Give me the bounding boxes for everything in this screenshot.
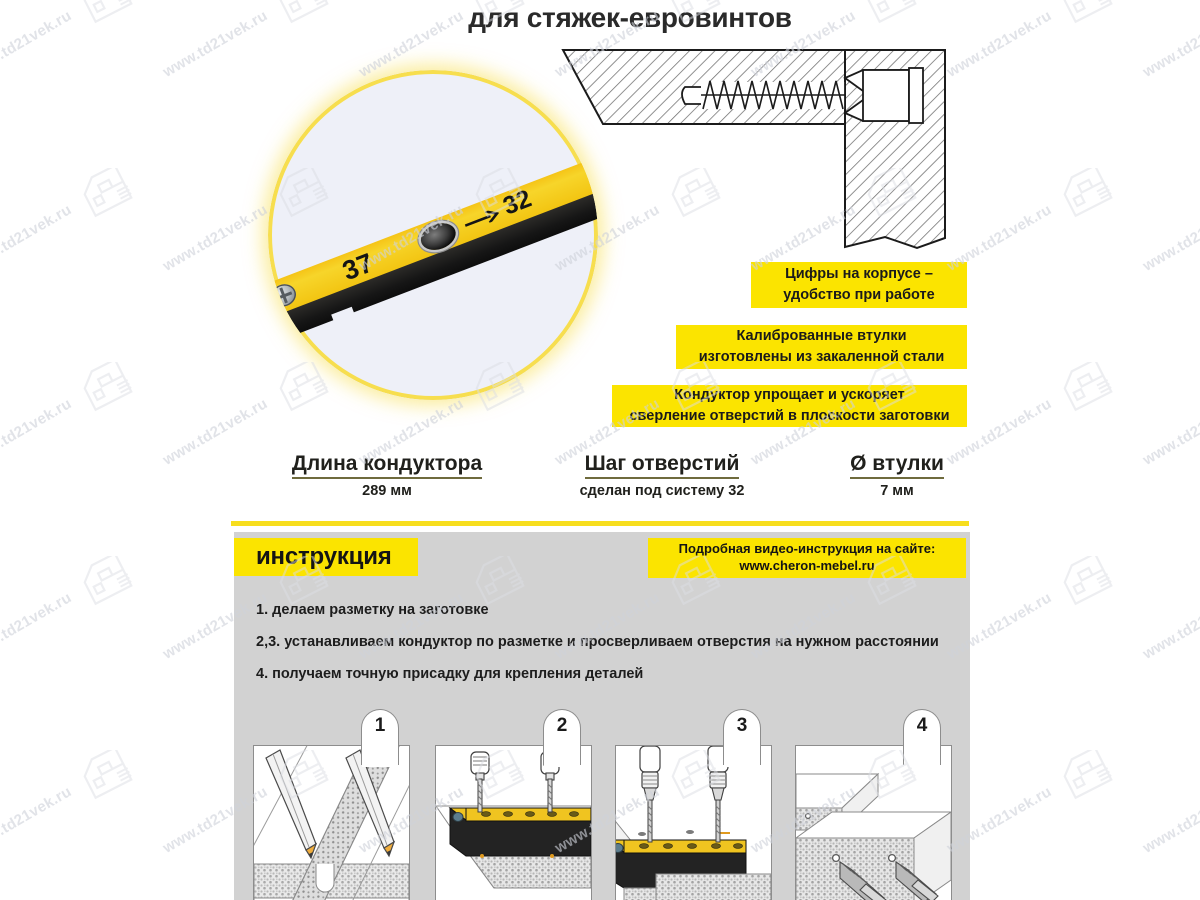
step-figure-3: 3 bbox=[615, 709, 772, 900]
step-figure-4-number: 4 bbox=[916, 715, 928, 736]
watermark-tile: www.td21vek.ru bbox=[1136, 164, 1200, 364]
euroscrew-icon bbox=[681, 67, 924, 124]
callout-3-line1: Кондуктор упрощает и ускоряет bbox=[674, 387, 905, 404]
watermark-text: www.td21vek.ru bbox=[0, 201, 75, 275]
cross-section-diagram bbox=[561, 49, 946, 250]
step-figure-2-number: 2 bbox=[556, 715, 568, 736]
watermark-tile: www.td21vek.ru bbox=[1136, 552, 1200, 752]
callout-1-line2: удобство при работе bbox=[783, 287, 935, 303]
watermark-tile: www.td21vek.ru bbox=[0, 358, 160, 558]
page-title-text: для стяжек-евровинтов bbox=[468, 2, 792, 33]
drill-icon bbox=[639, 746, 661, 843]
spec-hole-pitch-label: Шаг отверстий bbox=[584, 452, 740, 479]
watermark-tile: www.td21vek.ru bbox=[0, 746, 160, 900]
watermark-logo-icon bbox=[1060, 750, 1116, 806]
step-figure-1-number-tag: 1 bbox=[361, 709, 399, 767]
step-figure-1-number: 1 bbox=[374, 715, 386, 736]
watermark-text: www.td21vek.ru bbox=[0, 395, 75, 469]
step-figure-3-number: 3 bbox=[736, 715, 748, 736]
step-figure-1-art bbox=[254, 746, 409, 900]
video-instruction-url[interactable]: www.cheron-mebel.ru bbox=[739, 558, 875, 574]
step-figure-4-art bbox=[796, 746, 951, 900]
callout-box-1: Цифры на корпусе – удобство при работе bbox=[751, 262, 967, 308]
instruction-badge-label: инструкция bbox=[256, 543, 392, 570]
watermark-logo-icon bbox=[80, 750, 136, 806]
pencil-icon bbox=[265, 749, 318, 860]
watermark-text: www.td21vek.ru bbox=[160, 201, 271, 275]
watermark-logo-icon bbox=[80, 168, 136, 224]
watermark-text: www.td21vek.ru bbox=[1140, 201, 1200, 275]
pencil-icon bbox=[345, 749, 396, 858]
spec-jig-length: Длина кондуктора 289 мм bbox=[252, 452, 522, 499]
watermark-tile: www.td21vek.ru bbox=[1136, 746, 1200, 900]
jig-photo-inner: 37 32 bbox=[268, 70, 598, 400]
spec-bushing-diameter-value: 7 мм bbox=[880, 483, 914, 499]
watermark-text: www.td21vek.ru bbox=[1140, 783, 1200, 857]
jig-photo-circle: 37 32 bbox=[268, 70, 598, 400]
jig-illustration: 37 32 bbox=[268, 142, 598, 356]
specs-row: Длина кондуктора 289 мм Шаг отверстий сд… bbox=[232, 452, 972, 504]
watermark-text: www.td21vek.ru bbox=[1140, 589, 1200, 663]
watermark-logo-icon bbox=[1060, 556, 1116, 612]
instruction-step-4: 4. получаем точную присадку для креплени… bbox=[256, 666, 644, 682]
callout-2-line2: изготовлены из закаленной стали bbox=[698, 349, 945, 365]
spec-bushing-diameter: Ø втулки 7 мм bbox=[802, 452, 992, 499]
watermark-logo-icon bbox=[276, 362, 332, 418]
callout-2-line1: Калиброванные втулки bbox=[736, 328, 907, 345]
page-title: для стяжек-евровинтов bbox=[0, 2, 1200, 34]
step-figure-3-art bbox=[616, 746, 771, 900]
step-figure-4: 4 bbox=[795, 709, 952, 900]
panel-top-yellow-bar bbox=[231, 521, 969, 526]
watermark-logo-icon bbox=[1060, 168, 1116, 224]
callout-box-3: Кондуктор упрощает и ускоряет сверление … bbox=[612, 385, 967, 427]
step-figure-2: 2 bbox=[435, 709, 592, 900]
step-figure-3-number-tag: 3 bbox=[723, 709, 761, 767]
step-figure-1: 1 bbox=[253, 709, 410, 900]
video-instruction-box[interactable]: Подробная видео-инструкция на сайте: www… bbox=[648, 538, 966, 578]
watermark-logo-icon bbox=[80, 556, 136, 612]
watermark-text: www.td21vek.ru bbox=[1140, 395, 1200, 469]
euroscrew-icon bbox=[895, 860, 939, 900]
watermark-text: www.td21vek.ru bbox=[0, 589, 75, 663]
watermark-tile: www.td21vek.ru bbox=[0, 164, 160, 364]
watermark-tile: www.td21vek.ru bbox=[940, 746, 1140, 900]
callout-box-2: Калиброванные втулки изготовлены из зака… bbox=[676, 325, 967, 369]
watermark-tile: www.td21vek.ru bbox=[1136, 358, 1200, 558]
video-instruction-line1: Подробная видео-инструкция на сайте: bbox=[678, 541, 936, 557]
spec-bushing-diameter-label: Ø втулки bbox=[850, 452, 944, 479]
watermark-logo-icon bbox=[80, 362, 136, 418]
watermark-tile: www.td21vek.ru bbox=[0, 552, 160, 752]
euroscrew-icon bbox=[839, 860, 887, 900]
watermark-text: www.td21vek.ru bbox=[0, 783, 75, 857]
step-figure-2-number-tag: 2 bbox=[543, 709, 581, 767]
instruction-badge: инструкция bbox=[234, 538, 418, 576]
step-figure-4-number-tag: 4 bbox=[903, 709, 941, 767]
spec-jig-length-label: Длина кондуктора bbox=[291, 452, 483, 479]
instruction-step-1: 1. делаем разметку на заготовке bbox=[256, 602, 489, 618]
step-figure-2-art bbox=[436, 746, 591, 900]
spec-hole-pitch-value: сделан под систему 32 bbox=[579, 483, 745, 499]
callout-1-line1: Цифры на корпусе – bbox=[785, 266, 933, 283]
watermark-tile: www.td21vek.ru bbox=[940, 164, 1140, 364]
watermark-tile: www.td21vek.ru bbox=[940, 552, 1140, 752]
watermark-logo-icon bbox=[1060, 362, 1116, 418]
callout-3-line2: сверление отверстий в плоскости заготовк… bbox=[629, 408, 950, 424]
instruction-step-23: 2,3. устанавливаем кондуктор по разметке… bbox=[256, 634, 939, 650]
spec-hole-pitch: Шаг отверстий сделан под систему 32 bbox=[532, 452, 792, 499]
spec-jig-length-value: 289 мм bbox=[362, 483, 412, 499]
